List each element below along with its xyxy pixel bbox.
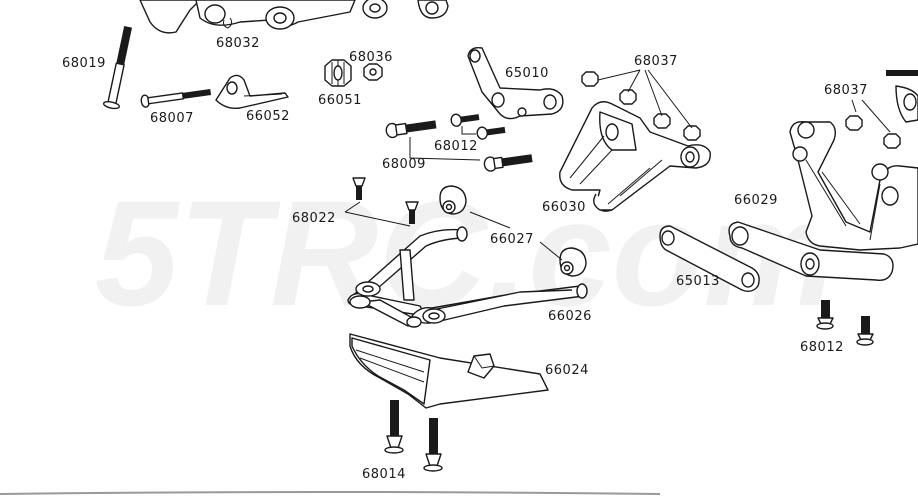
nuts-68037-a [581,71,701,141]
label-68014: 68014 [362,467,406,482]
label-68037-a: 68037 [634,54,678,69]
cut-label-mark [886,70,918,76]
screw-68022-b [405,201,419,224]
label-68007: 68007 [150,111,194,126]
screw-68014-a [384,400,404,454]
link-65013 [659,225,760,293]
label-66029: 66029 [734,193,778,208]
label-66026: 66026 [548,309,592,324]
label-68022: 68022 [292,211,336,226]
screw-68022-a [352,177,366,200]
leader-68037-b [851,99,891,133]
screw-68012-c [816,300,834,330]
leader-68009 [409,137,481,161]
ball-cup-66027-a [439,185,467,215]
leader-68022 [344,201,411,227]
screw-68009-a [385,120,437,139]
screw-68012-d [856,316,874,346]
screw-68012-b [476,126,506,140]
label-68012-b: 68012 [800,340,844,355]
bulkhead-66029 [728,85,918,282]
label-65010: 65010 [505,66,549,81]
label-68032: 68032 [216,36,260,51]
screw-68014-b [423,418,443,472]
bulkhead-66030 [559,101,711,212]
label-68009: 68009 [382,157,426,172]
label-68019: 68019 [62,56,106,71]
label-66052: 66052 [246,109,290,124]
leader-68012-a [461,126,476,135]
label-66051: 66051 [318,93,362,108]
screw-68019 [102,26,133,110]
screw-68009-b [483,154,533,172]
ball-stud-66051 [324,59,352,87]
bumper-frame-66026 [347,226,588,328]
link-plate-65010 [467,46,564,120]
bracket-66052 [215,74,289,110]
leader-66027 [469,211,563,261]
label-66024: 66024 [545,363,589,378]
nut-68036 [363,63,383,81]
leader-68037-a [597,69,693,129]
label-66027: 66027 [490,232,534,247]
screw-68012-a [450,113,480,127]
label-68037-b: 68037 [824,83,868,98]
label-68012-a: 68012 [434,139,478,154]
label-66030: 66030 [542,200,586,215]
screw-68007 [140,89,212,108]
bottom-edge-line [0,491,661,495]
ball-cup-66027-b [559,247,587,277]
label-65013: 65013 [676,274,720,289]
nuts-68037-b [845,115,901,149]
skid-plate-66024 [349,333,549,409]
label-68036: 68036 [349,50,393,65]
upper-arm-assembly-top [139,0,449,34]
